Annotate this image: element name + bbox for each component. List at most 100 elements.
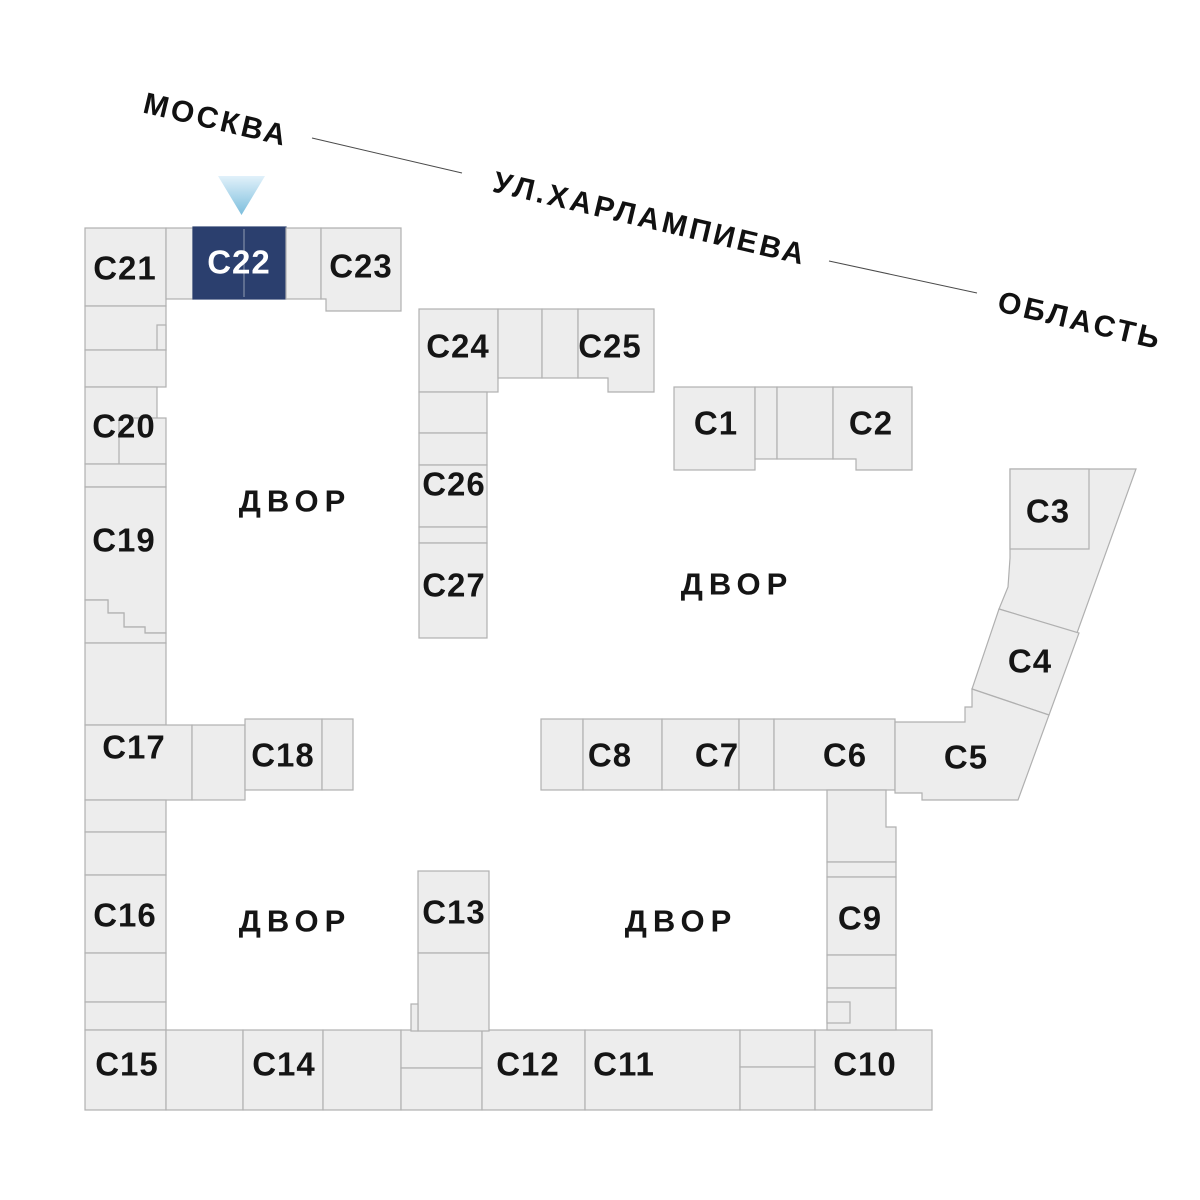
block-c11[interactable]: C11 [584, 1029, 741, 1111]
block-c17[interactable]: C17 [84, 724, 193, 801]
block-c16-shape[interactable] [84, 874, 167, 954]
block-c25-shape[interactable] [577, 308, 655, 393]
courtyard-label: ДВОР [239, 904, 352, 939]
block-c27-label: C27 [422, 567, 486, 604]
block-c24-shape[interactable] [418, 308, 499, 393]
building-cell [400, 1067, 483, 1111]
block-c22-shape[interactable] [192, 226, 287, 300]
block-c13-label: C13 [422, 894, 486, 931]
block-c16[interactable]: C16 [84, 874, 167, 954]
building-cell [84, 1001, 167, 1031]
block-c4[interactable]: C4 [971, 608, 1080, 716]
block-c17-shape[interactable] [84, 724, 193, 801]
block-c3[interactable]: C3 [1009, 468, 1090, 550]
block-c1[interactable]: C1 [673, 386, 756, 471]
street-name-label: УЛ.ХАРЛАМПИЕВА [490, 166, 810, 272]
block-c22-selected[interactable]: C22 [192, 226, 287, 300]
building-cell [156, 324, 167, 351]
building-cell [321, 718, 354, 791]
building-cell [84, 952, 167, 1003]
block-c11-label: C11 [593, 1046, 655, 1083]
block-c1-shape[interactable] [673, 386, 756, 471]
block-c5-label: C5 [944, 739, 988, 776]
building-cell [84, 463, 167, 488]
block-c20-label: C20 [92, 408, 156, 445]
block-c4-label: C4 [1008, 643, 1052, 680]
block-c17-label: C17 [102, 729, 166, 766]
building-cell [410, 1003, 419, 1032]
building-cell [165, 227, 194, 300]
block-c7[interactable]: C7 [661, 718, 740, 791]
block-c2[interactable]: C2 [832, 386, 913, 471]
block-c5[interactable]: C5 [894, 688, 1050, 801]
building-cell [738, 718, 775, 791]
block-c24[interactable]: C24 [418, 308, 499, 393]
block-c2-shape[interactable] [832, 386, 913, 471]
block-c7-label: C7 [695, 737, 739, 774]
direction-label-moscow: МОСКВА [140, 87, 292, 153]
block-c3-shape[interactable] [1009, 468, 1090, 550]
building-cell [84, 349, 167, 388]
block-c18[interactable]: C18 [244, 718, 323, 791]
courtyard-label: ДВОР [625, 904, 738, 939]
block-c26-label: C26 [422, 466, 486, 503]
block-c12-shape[interactable] [481, 1029, 586, 1111]
block-c5-shape[interactable] [894, 688, 1050, 801]
building-cell [418, 432, 488, 466]
block-c23[interactable]: C23 [320, 227, 402, 312]
block-c15-label: C15 [95, 1046, 159, 1083]
block-c9[interactable]: C9 [826, 876, 897, 956]
building-cell [191, 724, 246, 801]
courtyard-label: ДВОР [681, 567, 794, 602]
building-cell [165, 1029, 244, 1111]
block-c8-label: C8 [588, 737, 632, 774]
block-c18-shape[interactable] [244, 718, 323, 791]
building-cell [826, 789, 897, 863]
block-c18-label: C18 [251, 737, 315, 774]
building-cell [285, 227, 322, 300]
building-cell [776, 386, 834, 460]
block-c21[interactable]: C21 [84, 227, 167, 307]
building-cell [739, 1066, 816, 1111]
block-c27[interactable]: C27 [418, 542, 488, 639]
street-leader-line [828, 260, 978, 294]
block-c6-label: C6 [823, 737, 867, 774]
block-c24-label: C24 [426, 328, 490, 365]
street-leader-line [311, 137, 463, 174]
block-c13[interactable]: C13 [417, 870, 490, 954]
block-c14[interactable]: C14 [242, 1029, 324, 1111]
block-c20[interactable]: C20 [84, 386, 167, 465]
block-c11-shape[interactable] [584, 1029, 741, 1111]
block-c6[interactable]: C6 [773, 718, 896, 791]
block-c25[interactable]: C25 [577, 308, 655, 393]
block-c15[interactable]: C15 [84, 1029, 167, 1111]
block-c7-shape[interactable] [661, 718, 740, 791]
building-cell [418, 526, 488, 544]
block-c19[interactable]: C19 [84, 486, 167, 634]
direction-label-oblast: ОБЛАСТЬ [994, 286, 1165, 357]
building-cell [826, 954, 897, 989]
block-c13-shape[interactable] [417, 870, 490, 954]
building-cell [739, 1029, 816, 1068]
block-c23-shape[interactable] [320, 227, 402, 312]
block-c21-shape[interactable] [84, 227, 167, 307]
block-c14-shape[interactable] [242, 1029, 324, 1111]
building-cell [118, 417, 167, 465]
block-c10[interactable]: C10 [814, 1029, 933, 1111]
block-c10-shape[interactable] [814, 1029, 933, 1111]
building-cell [826, 1001, 851, 1024]
building-cell [84, 305, 167, 351]
block-c9-shape[interactable] [826, 876, 897, 956]
block-c26-shape[interactable] [418, 464, 488, 528]
building-cell [541, 308, 579, 379]
block-c12[interactable]: C12 [481, 1029, 586, 1111]
building-cell [826, 861, 897, 878]
selected-block-arrow-icon [218, 176, 265, 215]
courtyard-label: ДВОР [239, 484, 352, 519]
block-c26[interactable]: C26 [418, 464, 488, 528]
block-c25-label: C25 [578, 328, 642, 365]
block-c27-shape[interactable] [418, 542, 488, 639]
block-c8[interactable]: C8 [582, 718, 663, 791]
building-cell [322, 1029, 402, 1111]
